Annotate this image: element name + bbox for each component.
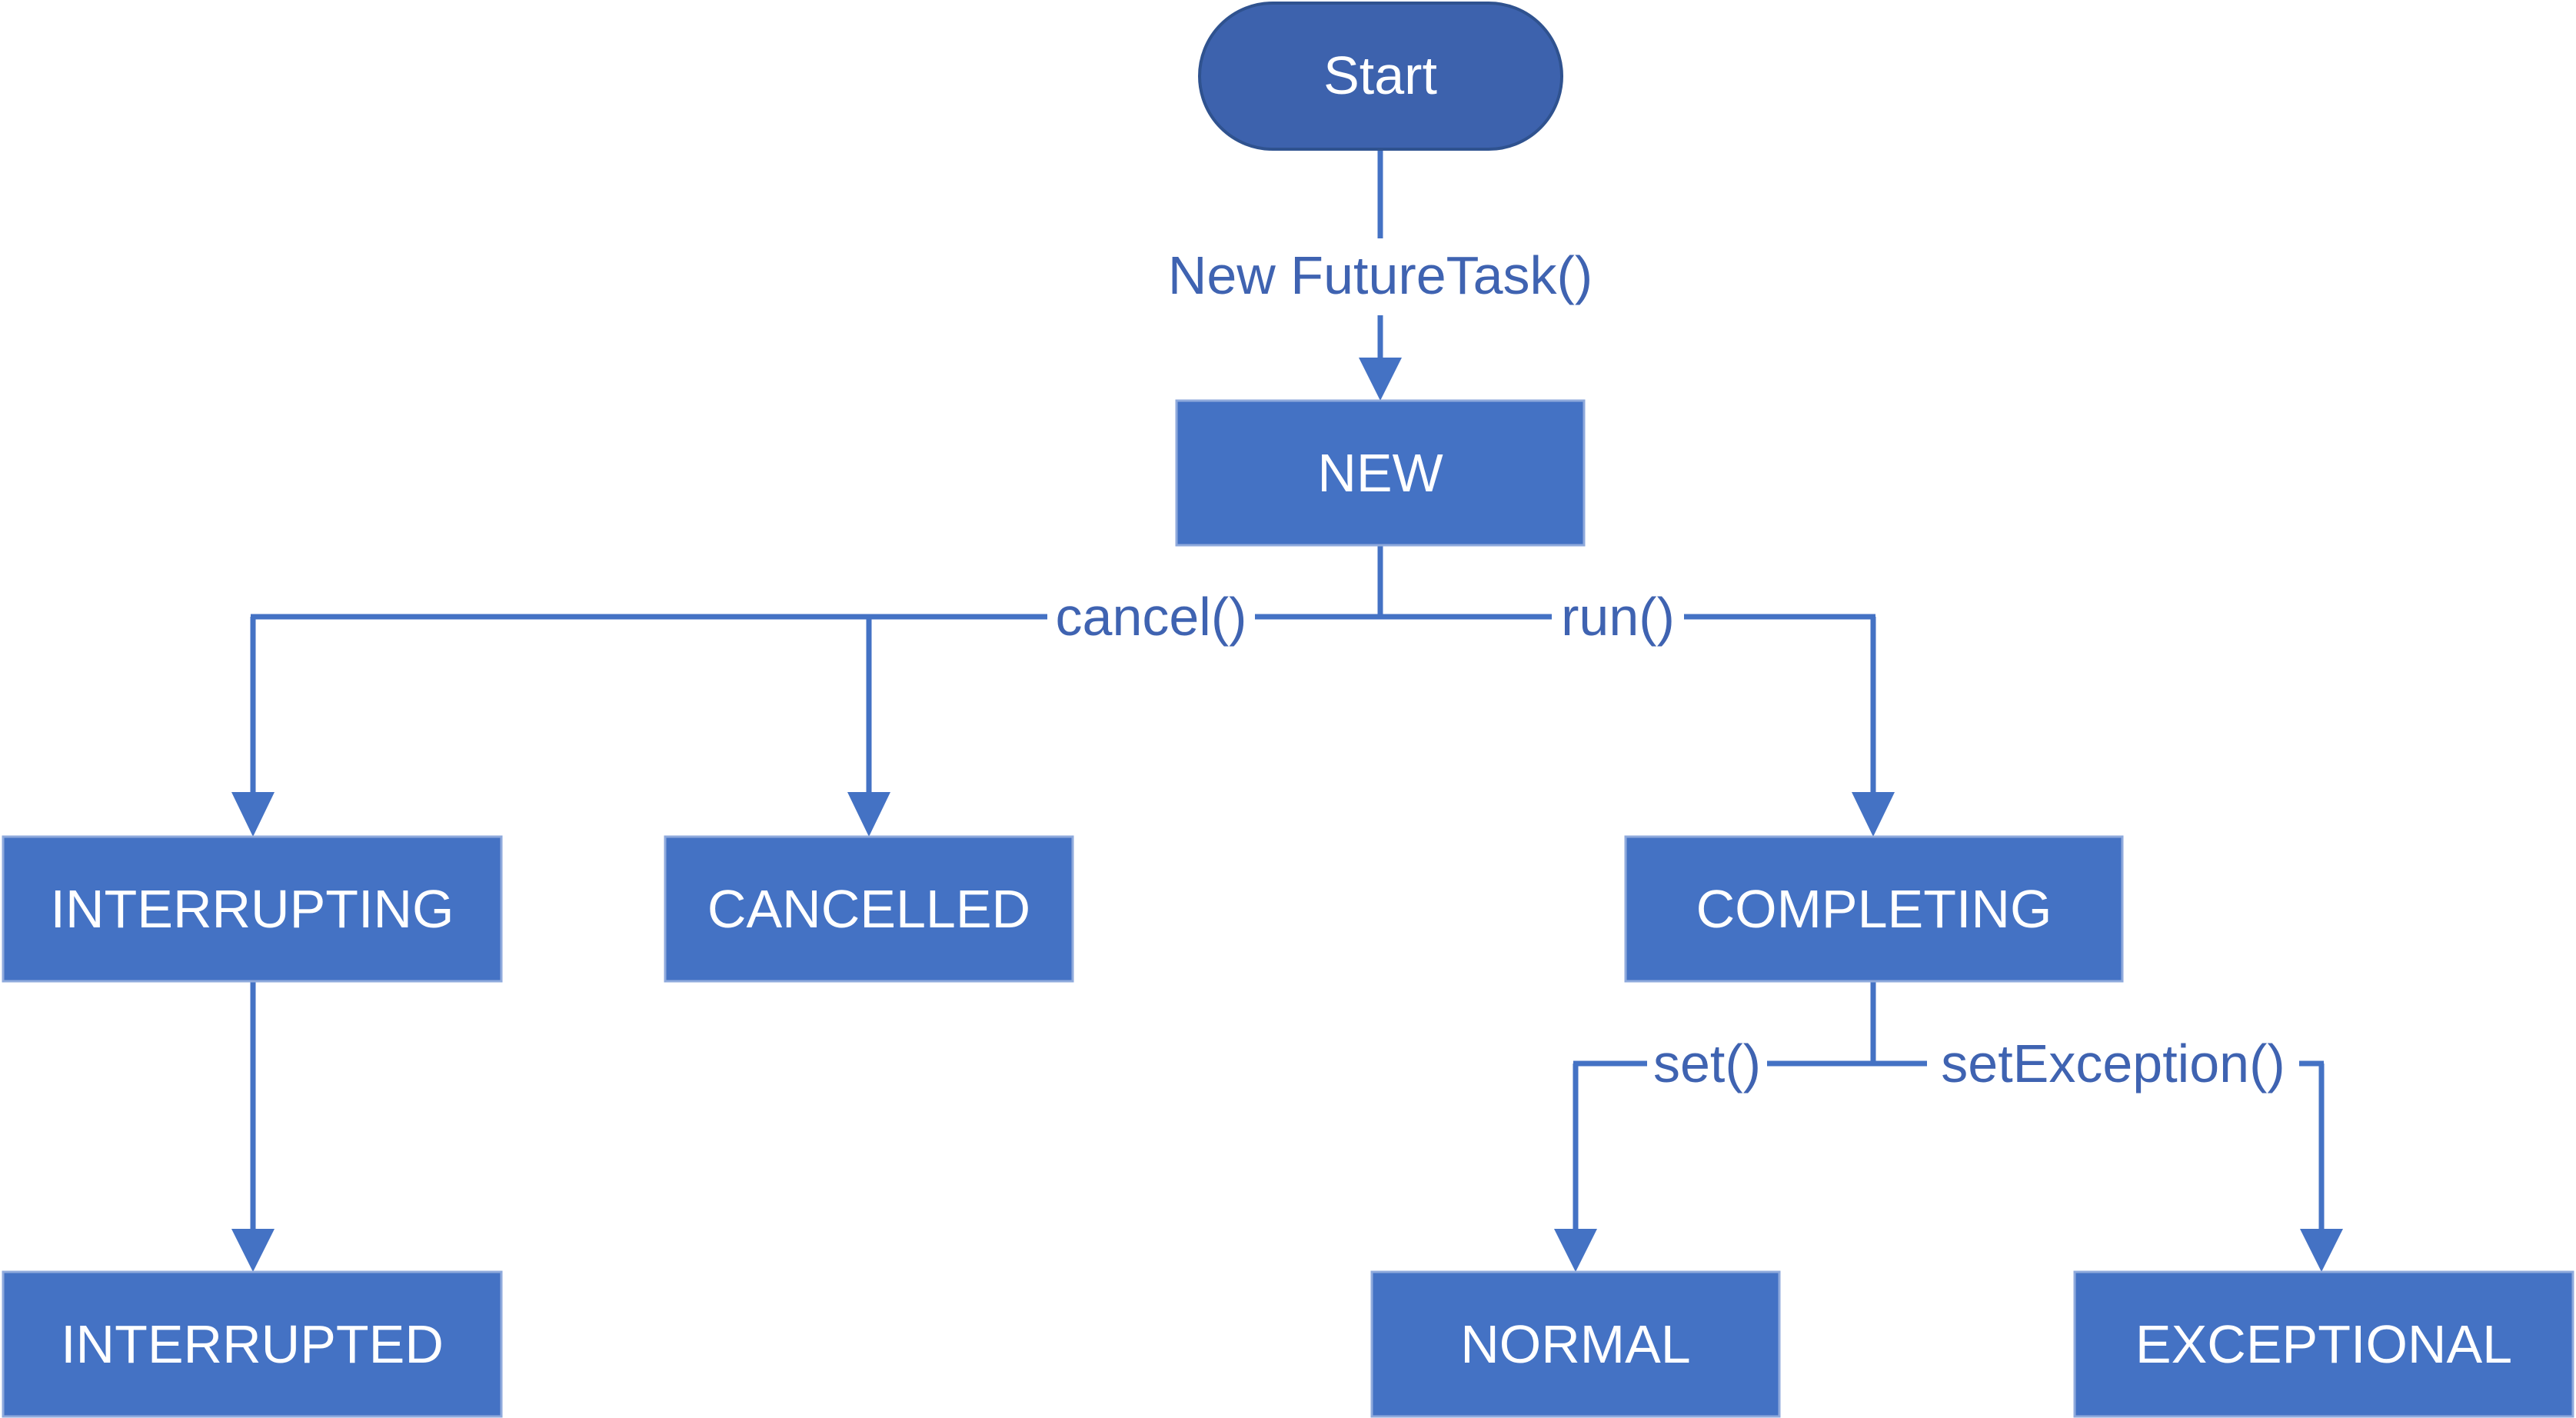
node-completing-label: COMPLETING [1696,879,2052,939]
node-interrupting: INTERRUPTING [2,835,503,983]
edge-label-new-futuretask: New FutureTask() [1168,245,1593,305]
edge-label-set-exception: setException() [1941,1034,2285,1093]
node-interrupted: INTERRUPTED [2,1270,503,1418]
node-interrupting-label: INTERRUPTING [51,879,454,939]
node-completing: COMPLETING [1624,835,2124,983]
arrowhead-exceptional [2300,1229,2343,1272]
edge-labels: New FutureTask() cancel() run() set() se… [1047,238,2299,1094]
arrowhead-normal [1554,1229,1597,1272]
node-normal: NORMAL [1370,1270,1781,1418]
arrowhead-completing [1852,792,1895,837]
node-cancelled-label: CANCELLED [707,879,1030,939]
node-exceptional-label: EXCEPTIONAL [2135,1314,2512,1374]
node-normal-label: NORMAL [1460,1314,1690,1374]
edge-label-cancel: cancel() [1056,587,1247,647]
node-new-label: NEW [1317,443,1443,503]
node-exceptional: EXCEPTIONAL [2073,1270,2574,1418]
arrowhead-new [1359,358,1402,401]
node-new: NEW [1175,399,1586,547]
node-interrupted-label: INTERRUPTED [61,1314,444,1374]
arrowhead-cancelled [847,792,890,837]
edge-label-set: set() [1653,1034,1761,1093]
arrowhead-interrupting [231,792,275,837]
edge-label-run: run() [1561,587,1675,647]
node-start: Start [1198,2,1563,151]
arrowhead-interrupted [231,1229,275,1272]
node-start-label: Start [1323,45,1437,105]
connectors [231,148,2343,1272]
node-cancelled: CANCELLED [664,835,1074,983]
